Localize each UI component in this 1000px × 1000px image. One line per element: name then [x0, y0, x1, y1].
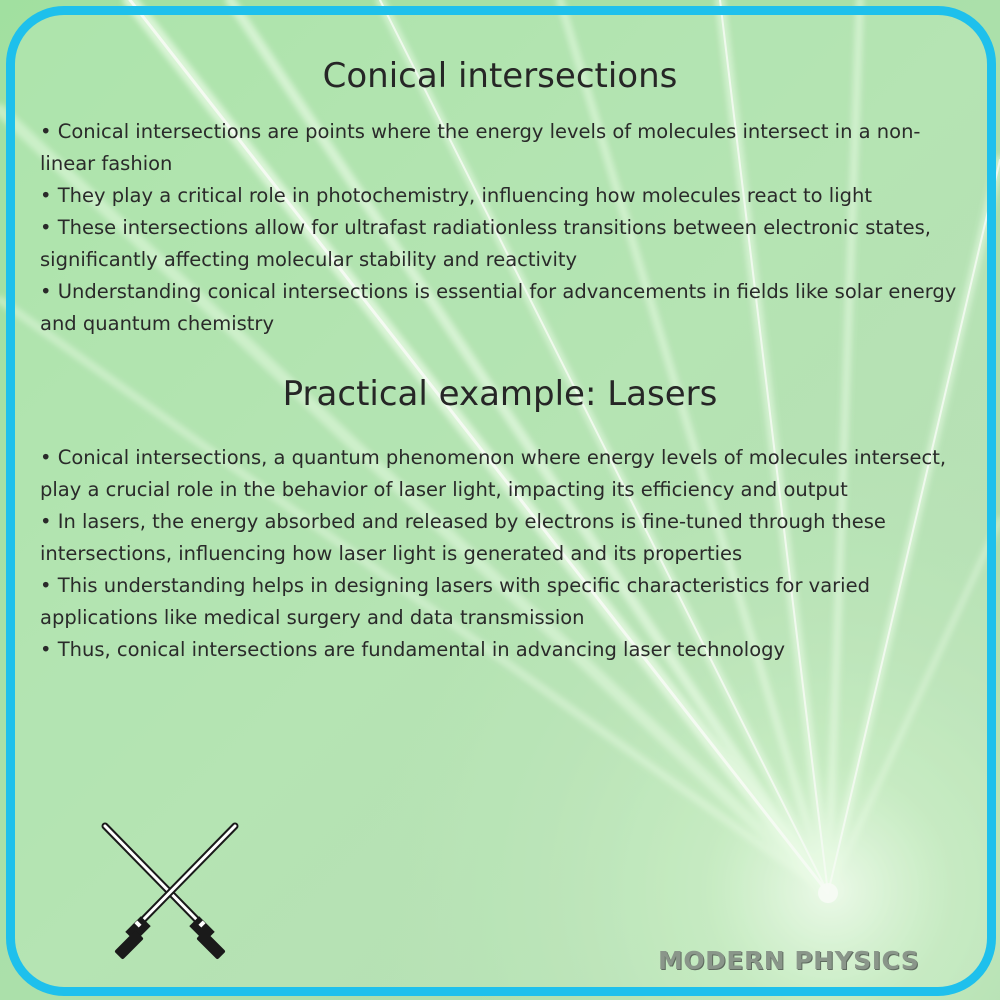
list-item: • This understanding helps in designing … [40, 574, 870, 629]
list-item: • They play a critical role in photochem… [40, 184, 873, 207]
list-item: • In lasers, the energy absorbed and rel… [40, 510, 886, 565]
section2-bullet-list: • Conical intersections, a quantum pheno… [40, 442, 965, 666]
content-card [6, 6, 996, 996]
list-item: • Conical intersections are points where… [40, 120, 921, 175]
list-item: • Understanding conical intersections is… [40, 280, 957, 335]
list-item: • Conical intersections, a quantum pheno… [40, 446, 947, 501]
section1-title: Conical intersections [322, 56, 678, 96]
section2-title: Practical example: Lasers [282, 374, 718, 414]
brand-watermark: MODERN PHYSICS [658, 946, 920, 975]
list-item: • These intersections allow for ultrafas… [40, 216, 931, 271]
crossed-lightsabers-icon [101, 822, 239, 960]
section1-bullet-list: • Conical intersections are points where… [40, 116, 965, 340]
list-item: • Thus, conical intersections are fundam… [40, 638, 786, 661]
